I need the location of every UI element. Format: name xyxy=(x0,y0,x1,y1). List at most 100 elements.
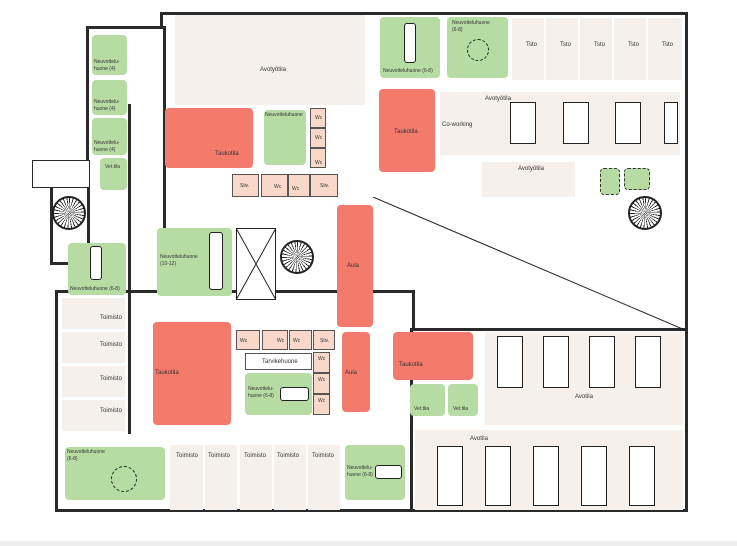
room-office[interactable]: Tsto xyxy=(614,18,646,80)
room-label: Vet.tila xyxy=(453,406,469,412)
room-label: Toimisto xyxy=(244,453,267,459)
room-office[interactable]: Toimisto xyxy=(62,400,125,431)
room-label: Taukotila xyxy=(394,129,418,135)
desk-cluster xyxy=(437,446,463,506)
room-office[interactable]: Toimisto xyxy=(62,298,125,329)
desk-cluster xyxy=(533,446,559,506)
room-meeting[interactable]: Neuvotteluhuone (6-8) xyxy=(68,243,126,295)
room-office[interactable]: Tsto xyxy=(648,18,682,80)
room-break[interactable]: Taukotila xyxy=(165,108,253,168)
room-label: Wc xyxy=(277,338,285,344)
room-office[interactable]: Toimisto xyxy=(308,445,340,510)
room-label: Taukotila xyxy=(215,151,239,157)
room-label: Avotyötila xyxy=(260,67,286,73)
room-meeting[interactable]: Neuvotteluhuone (6-8) xyxy=(380,17,440,78)
room-label: Neuvotteluhuone (6-8) xyxy=(67,449,105,462)
desk-cluster xyxy=(497,336,523,388)
bottom-scrollbar[interactable] xyxy=(0,541,737,546)
staircase-icon xyxy=(52,196,86,230)
phone-booth[interactable] xyxy=(624,168,650,190)
room-open-office[interactable]: Avotila xyxy=(415,430,683,510)
corridor-wall xyxy=(128,104,131,434)
table-icon xyxy=(209,232,223,290)
round-table-icon xyxy=(467,39,489,61)
room-wc[interactable]: Wc xyxy=(310,108,326,128)
room-office[interactable]: Toimisto xyxy=(205,445,237,510)
room-label: Wc xyxy=(318,356,326,362)
desk-cluster xyxy=(615,102,641,144)
room-wc[interactable]: Wc xyxy=(261,174,288,197)
staircase-icon xyxy=(628,196,662,230)
room-storage[interactable]: Tarvikehuone xyxy=(245,353,312,370)
room-office[interactable]: Toimisto xyxy=(274,445,306,510)
room-open-office[interactable]: Avotila xyxy=(485,332,683,425)
room-cleaning[interactable]: Siiv. xyxy=(310,174,338,197)
room-equipment[interactable]: Vet.tila xyxy=(410,384,445,416)
room-office[interactable]: Tsto xyxy=(580,18,612,80)
room-break[interactable]: Taukotila xyxy=(379,89,435,172)
room-wc[interactable]: Wc xyxy=(262,330,288,350)
room-office[interactable]: Toimisto xyxy=(62,332,125,363)
room-meeting[interactable]: Neuvotteluhuone (6-8) xyxy=(65,447,165,500)
room-office[interactable]: Toimisto xyxy=(62,366,125,397)
room-wc[interactable]: Wc xyxy=(236,330,260,350)
room-wc[interactable]: Wc xyxy=(310,148,326,168)
room-label: Tsto xyxy=(560,42,572,48)
room-meeting[interactable]: Neuvotteluhuone (10-12) xyxy=(157,228,232,296)
room-open-office[interactable]: Avotyötila xyxy=(175,15,365,105)
lobby[interactable]: Aula xyxy=(342,332,370,412)
desk-cluster xyxy=(563,102,589,144)
room-meeting[interactable]: Neuvottelu-huone (4) xyxy=(92,35,127,75)
room-equipment[interactable]: Vet.tila xyxy=(100,158,127,190)
room-meeting[interactable]: Neuvottelu-huone (6-8) xyxy=(245,373,312,415)
room-meeting[interactable]: Neuvotteluhuone (6-8) xyxy=(447,17,508,78)
room-wc[interactable]: Wc xyxy=(313,352,330,373)
room-meeting[interactable]: Neuvottelu-huone (4) xyxy=(92,80,127,115)
room-label: Vet.tila xyxy=(105,164,121,170)
room-office[interactable]: Toimisto xyxy=(170,445,203,510)
room-label: Avotila xyxy=(470,436,488,442)
room-cleaning[interactable]: Siiv. xyxy=(232,174,259,197)
room-wc[interactable]: Wc xyxy=(313,394,330,415)
room-wc[interactable]: Wc xyxy=(313,373,330,394)
elevator-shaft xyxy=(236,228,276,300)
room-label: Avotila xyxy=(575,394,593,400)
desk-cluster xyxy=(629,446,655,506)
room-label: Toimisto xyxy=(100,315,123,321)
room-equipment[interactable]: Vet.tila xyxy=(448,384,478,416)
room-open-office[interactable]: Avotyötila Co-working xyxy=(440,92,680,155)
room-open-office[interactable]: Avotyötila xyxy=(482,162,575,197)
room-label: Neuvotteluhuone (6-8) xyxy=(452,20,490,33)
desk-cluster xyxy=(485,446,511,506)
room-break[interactable]: Taukotila xyxy=(153,322,231,425)
room-meeting[interactable]: Neuvottelu-huone (6-8) xyxy=(345,445,405,500)
phone-booth[interactable] xyxy=(600,168,620,195)
open-void xyxy=(373,197,685,330)
room-wc[interactable]: Wc xyxy=(288,174,310,197)
room-label: Neuvottelu-huone (4) xyxy=(94,99,120,112)
room-label: Tsto xyxy=(526,42,538,48)
room-break[interactable]: Taukotila xyxy=(393,332,473,380)
room-label: Aula xyxy=(345,370,358,376)
room-meeting[interactable]: Neuvottelu-huone (4) xyxy=(92,118,127,155)
room-label: Wc xyxy=(318,377,326,383)
room-meeting[interactable]: Neuvotteluhuone xyxy=(264,110,306,165)
lobby[interactable]: Aula xyxy=(337,205,373,327)
room-wc[interactable]: Wc xyxy=(289,330,312,350)
desk-cluster xyxy=(664,102,678,144)
room-label: Siiv. xyxy=(320,338,330,344)
room-label: Tsto xyxy=(628,42,640,48)
room-wc[interactable]: Wc xyxy=(310,128,326,148)
room-office[interactable]: Tsto xyxy=(512,18,544,80)
room-label: Avotyötila xyxy=(485,96,511,102)
room-office[interactable]: Toimisto xyxy=(240,445,272,510)
desk-cluster xyxy=(543,336,569,388)
room-label: Tarvikehuone xyxy=(262,359,298,365)
desk-cluster xyxy=(589,336,615,388)
room-label: Toimisto xyxy=(208,453,231,459)
room-label: Toimisto xyxy=(100,342,123,348)
room-office[interactable]: Tsto xyxy=(546,18,578,80)
room-cleaning[interactable]: Siiv. xyxy=(313,330,335,350)
desk-cluster xyxy=(635,336,661,388)
